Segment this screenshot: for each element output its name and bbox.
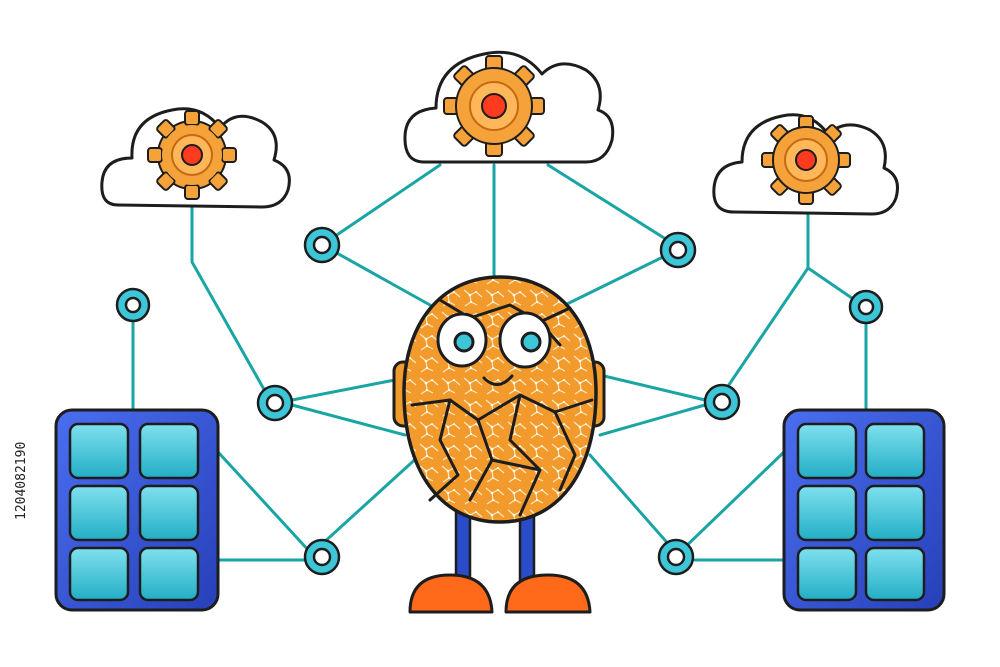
node-icon <box>659 231 697 269</box>
node-icon <box>303 538 341 576</box>
smile <box>482 374 514 386</box>
cloud-center <box>403 50 615 164</box>
node-icon <box>657 538 695 576</box>
node-icon <box>115 287 151 323</box>
left-eye <box>436 312 488 368</box>
network-nodes <box>115 226 884 576</box>
right-foot <box>504 573 592 614</box>
grid-panel-icon <box>68 422 200 602</box>
cloud-right <box>712 113 899 216</box>
gear-icon <box>147 110 237 200</box>
node-icon <box>703 383 741 421</box>
stock-image-id: 1204082190 <box>14 441 29 520</box>
brain-robot-mascot <box>392 275 606 614</box>
left-foot <box>408 573 494 614</box>
brain-body <box>402 275 598 524</box>
node-icon <box>303 226 341 264</box>
right-eye <box>498 311 552 369</box>
panel-left <box>54 408 220 612</box>
gear-icon <box>443 55 545 157</box>
cloud-left <box>100 107 291 209</box>
panel-right <box>782 408 946 612</box>
node-icon <box>256 384 294 422</box>
node-icon <box>848 289 884 325</box>
gear-icon <box>761 115 851 205</box>
grid-panel-icon <box>796 422 926 602</box>
connection-wires <box>131 163 868 562</box>
